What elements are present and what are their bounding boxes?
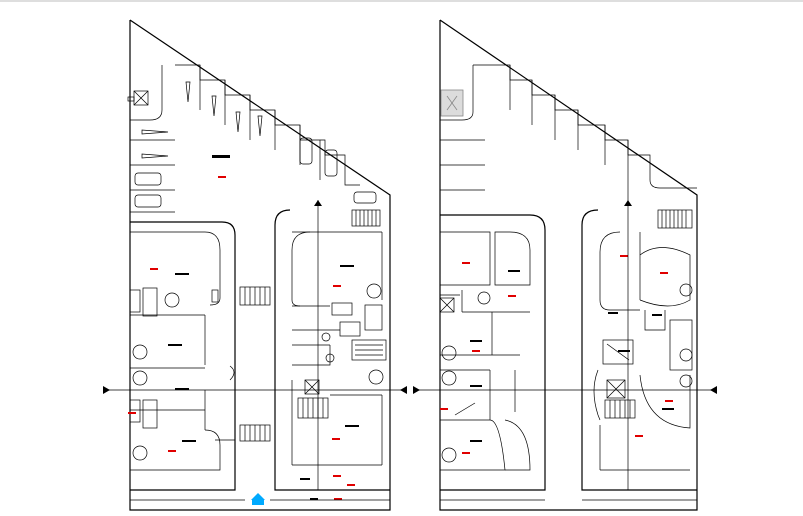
parking-arrow xyxy=(185,81,191,103)
room-tag xyxy=(218,176,226,178)
parking-arrow xyxy=(257,115,263,137)
block-right xyxy=(581,209,697,491)
toilet-fixture xyxy=(366,283,382,299)
stair xyxy=(351,209,381,227)
toilet-fixture xyxy=(164,292,180,308)
site-boundary xyxy=(129,19,391,511)
left-room-wall xyxy=(130,231,221,306)
sink-fixture xyxy=(142,287,158,317)
toilet-fixture xyxy=(368,369,384,385)
entry-arrow xyxy=(251,493,265,500)
parking-arrow xyxy=(235,111,241,133)
car-symbol xyxy=(353,191,377,204)
block-left xyxy=(130,221,236,491)
parking-arrow xyxy=(141,153,169,159)
toilet-fixture xyxy=(132,445,148,461)
upper-floor-plan xyxy=(439,19,698,511)
parking-stall-edge xyxy=(175,64,360,186)
car-symbol xyxy=(134,194,162,208)
toilet-fixture xyxy=(132,370,148,386)
block-right xyxy=(274,209,390,491)
parking-corner xyxy=(130,65,163,121)
lift-box xyxy=(304,379,320,395)
site-boundary xyxy=(439,19,698,511)
parking-arrow xyxy=(141,129,169,135)
parking-arrow xyxy=(211,95,217,117)
toilet-fixture xyxy=(132,344,148,360)
car-symbol xyxy=(299,137,313,165)
car-symbol xyxy=(324,149,338,177)
block-left xyxy=(440,214,546,491)
sink-fixture xyxy=(142,399,158,429)
zone-label xyxy=(212,155,230,158)
car-symbol xyxy=(134,172,162,186)
ground-floor-plan xyxy=(127,19,391,511)
